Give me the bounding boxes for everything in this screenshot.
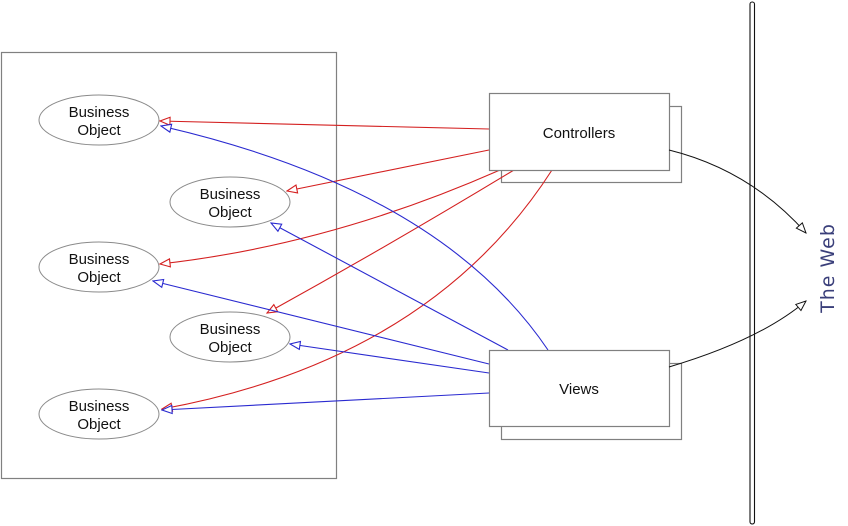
edge-views-object-1: [161, 126, 549, 351]
business-object-label: Object: [77, 416, 121, 433]
views-label: Views: [559, 381, 599, 398]
edge-views-web: [668, 301, 806, 368]
business-object-shape: [169, 176, 291, 228]
views-box[interactable]: [488, 349, 671, 428]
edge-controllers-web: [668, 149, 806, 233]
business-object-label: Object: [77, 122, 121, 139]
edge-views-object-5: [162, 392, 490, 410]
edge-controllers-object-1: [160, 121, 490, 130]
business-object-shape: [38, 388, 160, 440]
edge-controllers-object-2: [287, 149, 490, 191]
business-object-label: Object: [77, 269, 121, 286]
business-object-label: Object: [208, 339, 252, 356]
business-object-label: Business: [69, 104, 130, 121]
edge-controllers-object-4: [267, 169, 515, 313]
business-object-4[interactable]: Business Object: [169, 311, 291, 363]
view-edges: [153, 126, 549, 410]
controllers-label: Controllers: [543, 125, 616, 142]
web-label: The Web: [817, 223, 839, 314]
business-object-shape: [169, 311, 291, 363]
controllers-box[interactable]: [488, 92, 671, 172]
business-object-2[interactable]: Business Object: [169, 176, 291, 228]
edge-views-object-2: [271, 223, 509, 351]
controller-edges: [160, 121, 553, 409]
edge-controllers-object-3: [160, 169, 501, 264]
business-object-5[interactable]: Business Object: [38, 388, 160, 440]
business-object-1[interactable]: Business Object: [38, 94, 160, 146]
web-boundary: [749, 1, 756, 525]
edge-controllers-object-5: [162, 169, 553, 409]
business-object-label: Business: [200, 321, 261, 338]
business-object-label: Business: [69, 251, 130, 268]
edge-views-object-3: [153, 281, 490, 365]
business-object-3[interactable]: Business Object: [38, 241, 160, 293]
business-object-label: Business: [69, 398, 130, 415]
business-object-label: Business: [200, 186, 261, 203]
edge-views-object-4: [290, 344, 490, 374]
business-object-label: Object: [208, 204, 252, 221]
web-edges: [668, 149, 806, 368]
